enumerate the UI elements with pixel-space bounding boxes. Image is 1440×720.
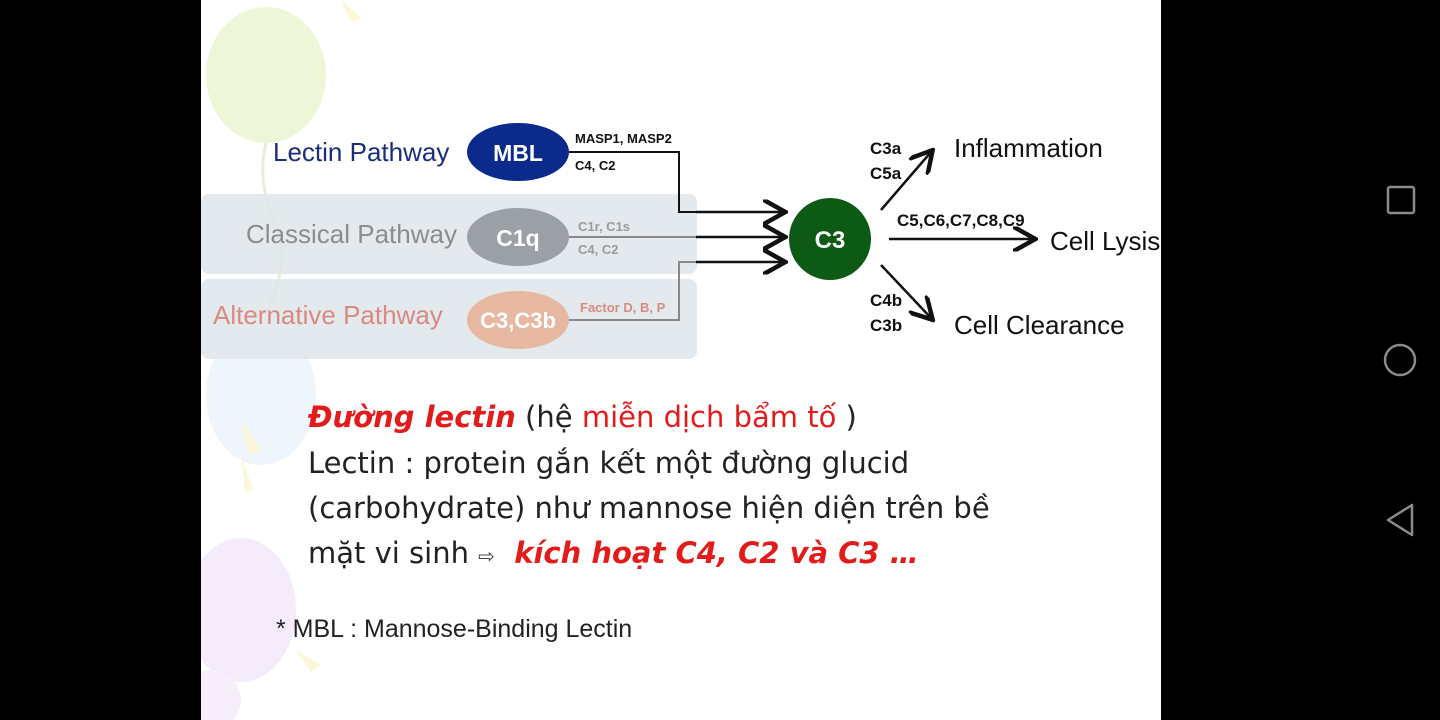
navigation-bar: [1161, 0, 1440, 720]
recent-apps-icon[interactable]: [1378, 183, 1424, 219]
classical-pathway-label: Classical Pathway: [246, 219, 457, 249]
alternative-panel: [201, 279, 697, 359]
home-icon[interactable]: [1378, 341, 1424, 381]
innate-immunity-text: miễn dịch bẩm tố: [581, 400, 837, 434]
text-line-1: Đường lectin (hệ miễn dịch bẩm tố ): [308, 400, 857, 434]
c3-node: [789, 198, 871, 280]
activation-text: kích hoạt C4, C2 và C3 …: [514, 536, 919, 570]
c4c2-label-classical: C4, C2: [578, 242, 618, 257]
lectin-pathway-label: Lectin Pathway: [273, 137, 449, 167]
slide: Lectin Pathway Classical Pathway Alterna…: [201, 0, 1161, 720]
c4c2-label-lectin: C4, C2: [575, 158, 615, 173]
factor-label: Factor D, B, P: [580, 300, 666, 315]
inflammation-label: Inflammation: [954, 133, 1103, 163]
balloon-background: [201, 0, 361, 720]
c4b-label: C4b: [870, 291, 902, 310]
c5a-label: C5a: [870, 164, 902, 183]
c1q-node: [467, 208, 569, 266]
c3c3b-label: C3,C3b: [480, 308, 556, 333]
c1q-label: C1q: [496, 225, 539, 251]
cell-lysis-label: Cell Lysis: [1050, 226, 1160, 256]
text-line-4: mặt vi sinh ⇨ kích hoạt C4, C2 và C3 …: [308, 536, 919, 570]
mbl-node: [467, 123, 569, 181]
c3a-label: C3a: [870, 139, 902, 158]
text-segment: mặt vi sinh: [308, 536, 479, 570]
c3c3b-node: [467, 291, 569, 349]
back-icon[interactable]: [1378, 502, 1424, 540]
text-line-2: Lectin : protein gắn kết một đường gluci…: [308, 446, 910, 480]
c3b-label: C3b: [870, 316, 902, 335]
classical-panel: [201, 194, 697, 274]
text-segment: ): [836, 400, 857, 434]
mbl-label: MBL: [493, 140, 543, 166]
alternative-pathway-label: Alternative Pathway: [213, 300, 443, 330]
text-line-3: (carbohydrate) như mannose hiện diện trê…: [308, 491, 990, 525]
implies-arrow-icon: ⇨: [478, 544, 495, 568]
cell-clearance-label: Cell Clearance: [954, 310, 1125, 340]
lectin-heading: Đường lectin: [308, 400, 516, 434]
complement-pathway-diagram: Lectin Pathway Classical Pathway Alterna…: [201, 123, 1160, 359]
text-segment: (hệ: [515, 400, 582, 434]
c1rc1s-label: C1r, C1s: [578, 219, 630, 234]
footnote: * MBL : Mannose-Binding Lectin: [276, 615, 633, 643]
masp-label: MASP1, MASP2: [575, 131, 672, 146]
c3-label: C3: [815, 227, 846, 254]
c5-c9-label: C5,C6,C7,C8,C9: [897, 211, 1025, 230]
